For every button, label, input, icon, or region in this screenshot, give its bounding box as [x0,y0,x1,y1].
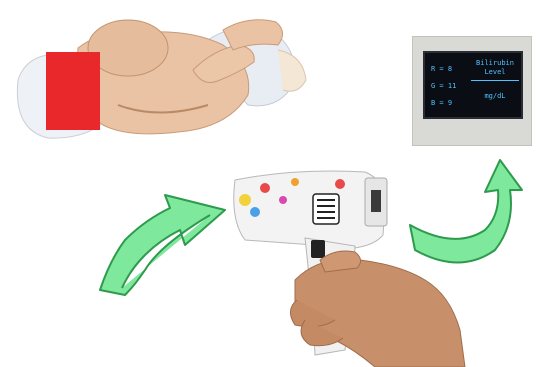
blue-value: B = 9 [431,95,456,112]
bilirubin-title-line2: Level [469,68,521,77]
arrow-left-shape [100,195,225,295]
green-value: G = 11 [431,78,456,95]
red-value: R = 8 [431,61,456,78]
sticker-flower-2 [291,178,299,186]
bilirubin-unit: mg/dL [469,91,521,101]
sensor-patch [46,52,100,130]
curved-arrow-left [60,160,230,300]
sticker-flower-4 [250,207,260,217]
sticker-bird [239,194,251,206]
display-device: R = 8 G = 11 B = 9 Bilirubin Level mg/dL [412,36,532,146]
title-underline [471,80,519,81]
handheld-meter [225,160,475,367]
trigger-button [311,240,325,258]
sticker-flower-3 [279,196,287,204]
sticker-flower-1 [260,183,270,193]
sticker-flower-5 [335,179,345,189]
infant-photo [8,10,308,145]
sticker-zebra [313,194,339,224]
infant-head [88,20,168,76]
bilirubin-readout: Bilirubin Level mg/dL [469,59,521,101]
sensor-window [371,190,381,212]
bilirubin-title-line1: Bilirubin [469,59,521,68]
rgb-readout: R = 8 G = 11 B = 9 [431,61,456,112]
oled-display: R = 8 G = 11 B = 9 Bilirubin Level mg/dL [423,51,523,119]
